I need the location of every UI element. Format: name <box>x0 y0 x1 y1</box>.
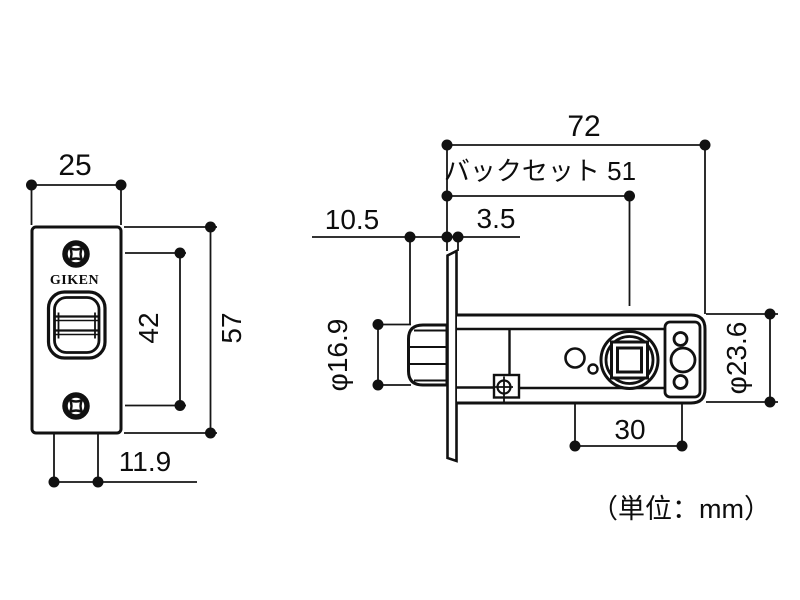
screw-top <box>62 240 90 268</box>
screw-top-ring <box>62 240 90 268</box>
dim-label-10-5: 10.5 <box>325 204 380 235</box>
dim-label-72: 72 <box>567 110 600 143</box>
screw-bottom-ring <box>62 392 90 420</box>
faceplate-side <box>446 248 458 463</box>
dim-overall-length: 72 <box>441 110 711 314</box>
dim-bolt-width: 11.9 <box>48 433 197 488</box>
end-cap <box>663 320 702 399</box>
dim-screw-pitch: 42 <box>125 247 186 411</box>
case-hole-small <box>587 363 599 375</box>
latch-bolt-side <box>407 323 449 387</box>
adjust-screw <box>492 373 521 402</box>
dim-hole-pitch: 30 <box>569 404 688 452</box>
latch-bolt-side-outline <box>407 323 449 387</box>
case-hole-large <box>564 347 586 369</box>
end-cap-hole-center <box>669 346 697 374</box>
end-cap-hole-top <box>672 331 689 347</box>
dim-label-25: 25 <box>58 149 91 182</box>
spindle-square-hole-inner <box>616 346 643 374</box>
latch-bolt-front <box>46 290 107 360</box>
screw-bottom <box>62 392 90 420</box>
screw-top-cross-icon <box>67 245 85 263</box>
dim-label-23-6: φ23.6 <box>721 322 752 395</box>
spindle-hub <box>599 330 660 390</box>
brand-logo: GIKEN <box>50 273 99 288</box>
dim-bolt-diameter: φ16.9 <box>322 319 411 392</box>
dim-label-backset: バックセット 51 <box>444 156 636 186</box>
latch-bolt-inner <box>53 296 101 354</box>
unit-note: （単位：mm） <box>591 494 771 524</box>
dim-case-diameter: φ23.6 <box>706 308 778 408</box>
dim-label-3-5: 3.5 <box>477 203 516 234</box>
end-cap-hole-bottom <box>672 374 689 390</box>
dim-label-42: 42 <box>133 312 164 343</box>
dim-backset: バックセット 51 <box>441 156 636 306</box>
dim-label-16-9: φ16.9 <box>322 319 353 392</box>
screw-bottom-cross-icon <box>67 397 85 415</box>
front-view: GIKEN 25 <box>26 149 247 488</box>
dim-faceplate-width: 25 <box>26 149 127 225</box>
dim-projection-and-thickness: 10.5 3.5 <box>312 203 520 324</box>
dim-label-57: 57 <box>216 312 247 343</box>
dim-label-30: 30 <box>614 414 645 445</box>
dim-label-11-9: 11.9 <box>119 446 171 477</box>
dim-faceplate-height: 57 <box>124 221 247 439</box>
side-view: 72 バックセット 51 10.5 3.5 φ <box>312 110 778 463</box>
